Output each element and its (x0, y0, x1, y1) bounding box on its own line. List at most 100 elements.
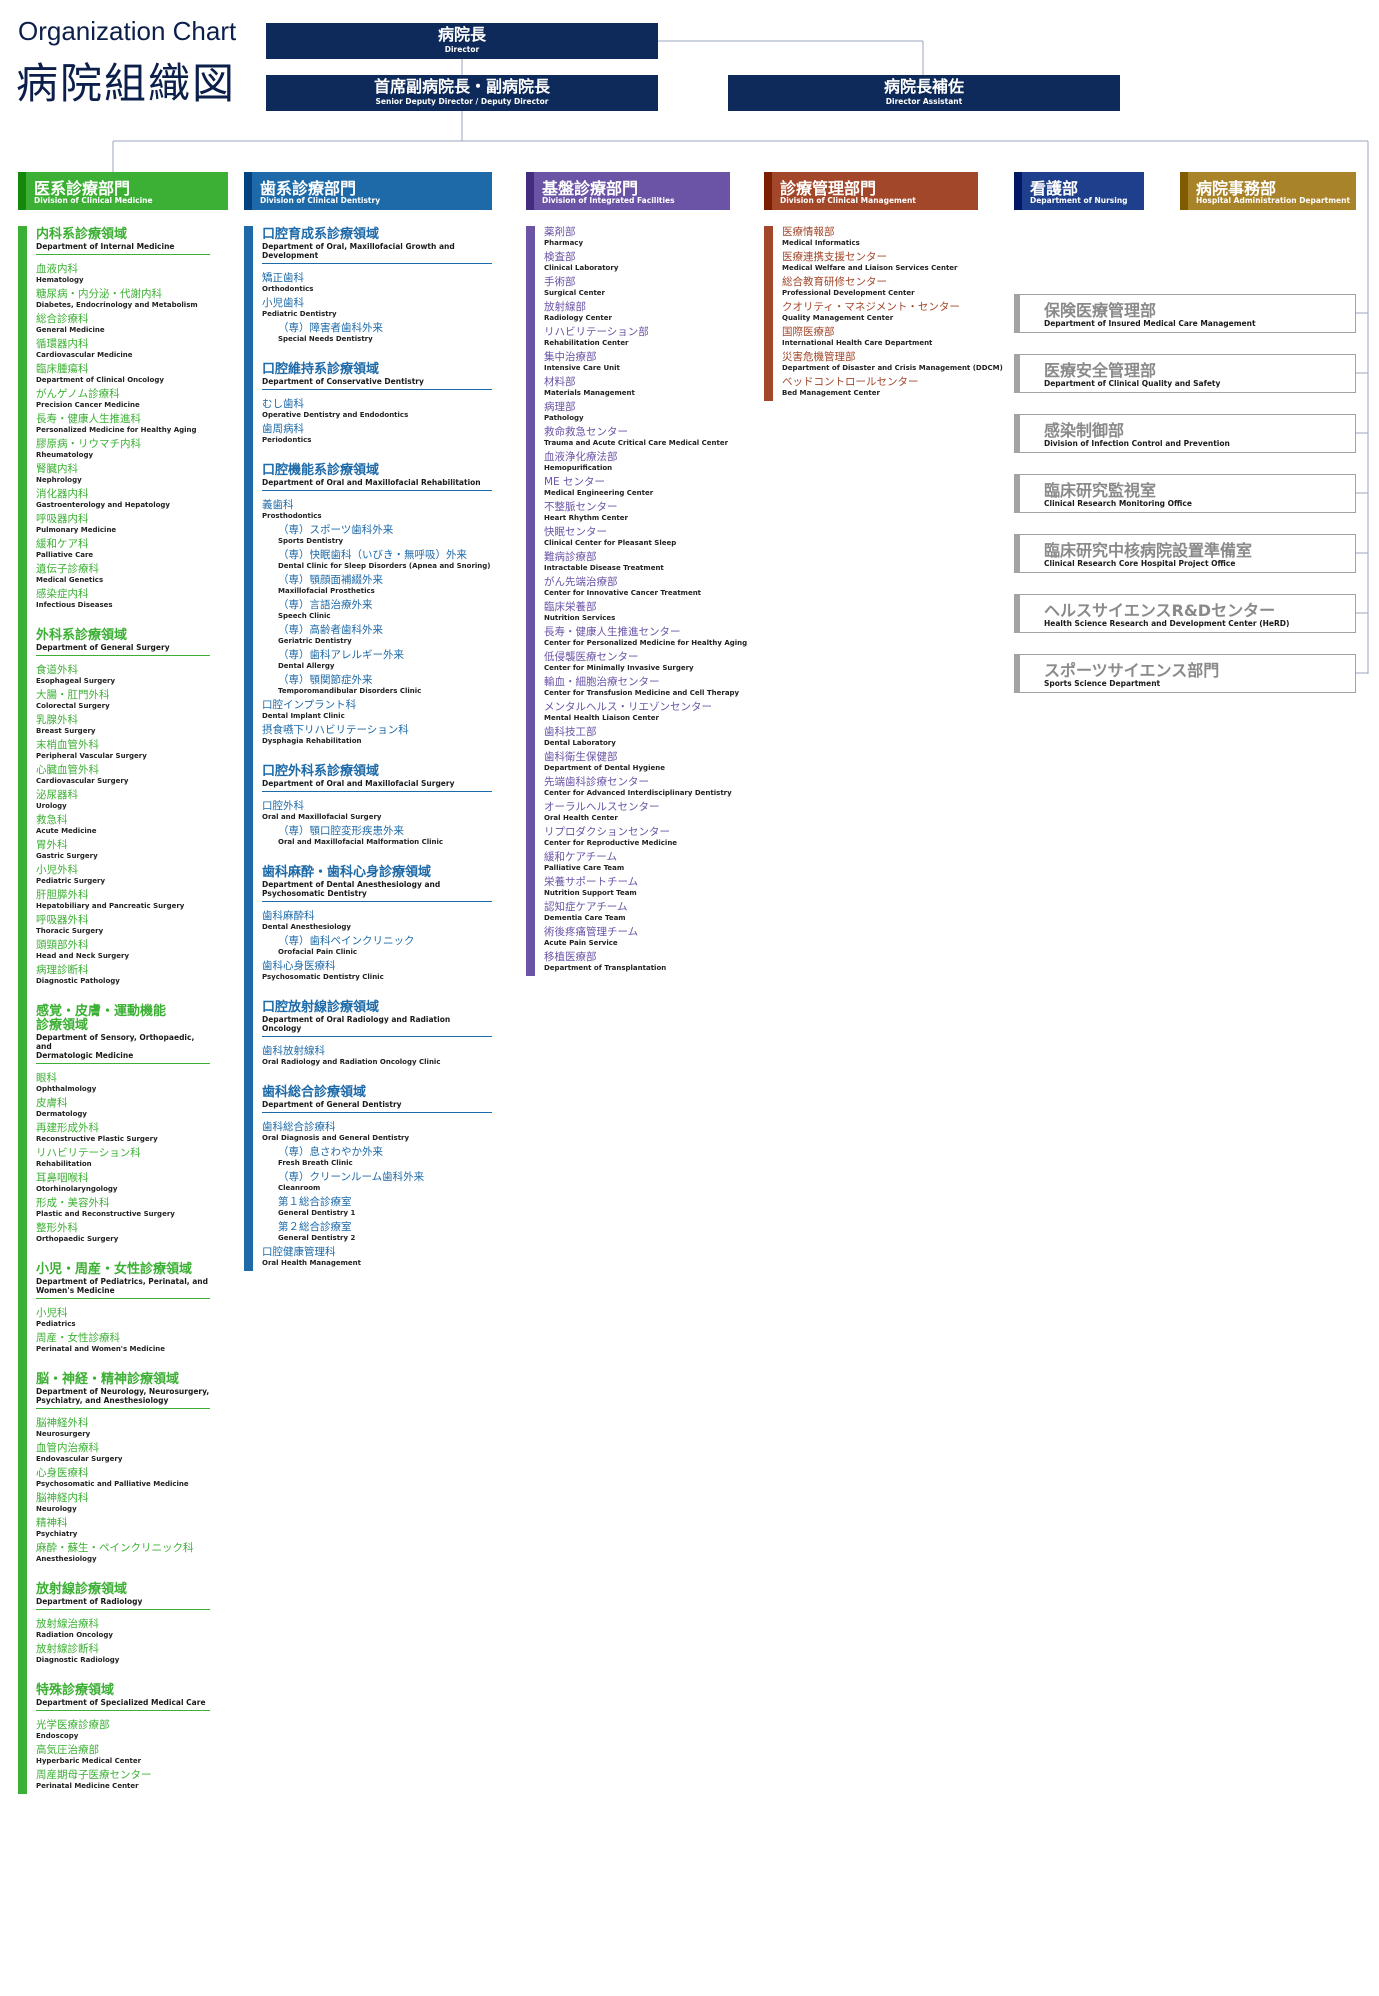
dept-title-hospital-administration: 病院事務部 (1196, 179, 1277, 198)
domain-divider (262, 389, 492, 390)
domain-title: 口腔機能系診療領域 (262, 463, 380, 478)
item-label-en: Radiology Center (544, 314, 612, 322)
dept-title-clinical-management: 診療管理部門 (780, 179, 877, 198)
office-title-en: Health Science Research and Development … (1044, 619, 1290, 628)
item-label: 移植医療部 (544, 951, 597, 963)
item-label-en: Hemopurification (544, 464, 613, 472)
item-label: （専）言語治療外来 (278, 599, 373, 611)
domain-divider (36, 1609, 210, 1610)
item-label-en: Dental Anesthesiology (262, 923, 351, 931)
item-label-en: Acute Pain Service (544, 939, 618, 947)
item-label-en: Head and Neck Surgery (36, 952, 130, 960)
domain-title-en: Department of Dental Anesthesiology and … (262, 880, 441, 898)
item-label-en: Department of Clinical Oncology (36, 376, 164, 384)
item-label-en: Rheumatology (36, 451, 94, 459)
item-label: 不整脈センター (544, 501, 618, 513)
domain-title: 内科系診療領域 (36, 227, 128, 242)
item-label: がん先端治療部 (544, 576, 618, 588)
item-label: 医療情報部 (782, 226, 835, 238)
item-label: オーラルヘルスセンター (544, 801, 660, 813)
item-label-en: Dental Allergy (278, 662, 335, 670)
item-label: 災害危機管理部 (782, 351, 856, 363)
dept-title-clinical-dentistry: 歯系診療部門 (260, 179, 357, 198)
domain-gap (262, 749, 492, 763)
item-label: （専）高齢者歯科外来 (278, 624, 383, 636)
item-label-en: Clinical Laboratory (544, 264, 619, 272)
item-label-en: Dental Implant Clinic (262, 712, 345, 720)
item-label: リプロダクションセンター (544, 826, 670, 838)
director-assistant-label: 病院長補佐 (883, 77, 964, 96)
item-label-en: Cardiovascular Medicine (36, 351, 133, 359)
item-label: 糖尿病・内分泌・代謝内科 (36, 288, 162, 300)
item-label: 歯科技工部 (544, 726, 597, 738)
domain-title-en: Department of Conservative Dentistry (262, 377, 424, 386)
item-label-en: Esophageal Surgery (36, 677, 116, 685)
item-label: 歯科衛生保健部 (544, 751, 618, 763)
item-label: 麻酔・蘇生・ペインクリニック科 (36, 1542, 194, 1554)
item-label: 整形外科 (36, 1222, 78, 1234)
item-label-en: Neurology (36, 1505, 77, 1513)
item-label-en: Reconstructive Plastic Surgery (36, 1135, 158, 1143)
domain-divider (262, 263, 492, 264)
domain-divider (262, 1112, 492, 1113)
item-label-en: Precision Cancer Medicine (36, 401, 140, 409)
item-label-en: Acute Medicine (36, 827, 97, 835)
item-label-en: Center for Personalized Medicine for Hea… (544, 639, 748, 647)
item-label: 血液内科 (36, 263, 78, 275)
director-label-en: Director (444, 45, 480, 54)
item-label-en: Hematology (36, 276, 84, 284)
office-title: スポーツサイエンス部門 (1044, 661, 1220, 680)
item-label: 歯科麻酔科 (262, 910, 315, 922)
item-label: （専）歯科ペインクリニック (278, 935, 415, 947)
item-label-en: Perinatal Medicine Center (36, 1782, 139, 1790)
domain-divider (36, 1710, 210, 1711)
item-label-en: Dementia Care Team (544, 914, 626, 922)
domain-title-en: Department of Oral, Maxillofacial Growth… (262, 242, 455, 260)
item-label-en: Surgical Center (544, 289, 606, 297)
office-title: 保険医療管理部 (1044, 301, 1157, 320)
domain-title: 口腔育成系診療領域 (262, 227, 380, 242)
director-assistant-label-en: Director Assistant (885, 97, 963, 106)
item-label: 薬剤部 (544, 226, 576, 238)
item-label: 口腔外科 (262, 800, 304, 812)
domain-title-en: Department of General Dentistry (262, 1100, 402, 1109)
domain-gap (36, 1567, 210, 1581)
item-label: ベッドコントロールセンター (782, 376, 919, 388)
item-label: 検査部 (544, 251, 576, 263)
item-label-en: Breast Surgery (36, 727, 96, 735)
item-label-en: Oral and Maxillofacial Surgery (262, 813, 382, 821)
item-label: 放射線治療科 (36, 1618, 99, 1630)
item-label-en: Trauma and Acute Critical Care Medical C… (544, 439, 729, 447)
item-label: 感染症内科 (36, 588, 89, 600)
item-label-en: Mental Health Liaison Center (544, 714, 659, 722)
